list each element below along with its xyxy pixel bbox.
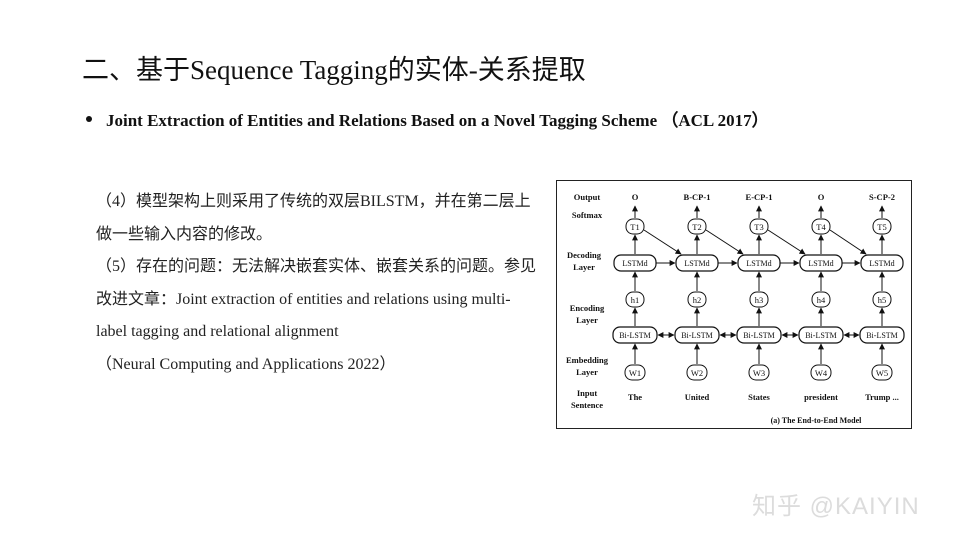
- model-figure: Output Softmax Decoding Layer Encoding L…: [556, 180, 912, 430]
- h-node-4: [811, 291, 831, 308]
- label-embedding-1: Embedding: [566, 355, 609, 365]
- watermark: 知乎 @KAIYIN: [752, 493, 920, 520]
- encoder-label-1: Bi-LSTM: [619, 331, 651, 340]
- label-input-1: Input: [577, 388, 597, 398]
- encoder-node-2: [674, 326, 720, 344]
- decoder-node-5: [860, 254, 904, 272]
- w-node-label-1: W1: [629, 368, 641, 378]
- arrow-t-to-next-dec-3: [767, 229, 806, 255]
- h-node-label-1: h1: [631, 295, 640, 305]
- label-input-2: Sentence: [571, 400, 603, 410]
- figure-caption: (a) The End-to-End Model: [771, 416, 863, 425]
- label-softmax: Softmax: [572, 210, 603, 220]
- input-word-3: States: [748, 392, 770, 402]
- encoder-label-5: Bi-LSTM: [866, 331, 898, 340]
- output-tag-1: O: [632, 192, 639, 202]
- output-tag-5: S-CP-2: [869, 192, 895, 202]
- decoder-label-4: LSTMd: [808, 259, 833, 268]
- label-decoding-1: Decoding: [567, 250, 602, 260]
- arrow-t-to-next-dec-2: [705, 229, 744, 255]
- bullet-dot-icon: [86, 116, 92, 123]
- model-diagram: Output Softmax Decoding Layer Encoding L…: [556, 180, 912, 429]
- h-node-1: [625, 291, 645, 308]
- h-node-3: [749, 291, 769, 308]
- arrow-t-to-next-dec-1: [643, 229, 682, 255]
- encoder-label-4: Bi-LSTM: [805, 331, 837, 340]
- w-node-1: [624, 364, 646, 381]
- w-node-label-3: W3: [753, 368, 765, 378]
- h-node-label-3: h3: [755, 295, 764, 305]
- arrow-t-to-next-dec-4: [829, 229, 867, 255]
- h-node-label-2: h2: [693, 295, 702, 305]
- label-encoding-1: Encoding: [570, 303, 605, 313]
- body-text: （4）模型架构上则采用了传统的双层BILSTM，并在第二层上做一些输入内容的修改…: [96, 186, 536, 381]
- input-word-2: United: [685, 392, 710, 402]
- t-node-label-5: T5: [877, 222, 886, 232]
- input-word-4: president: [804, 392, 838, 402]
- t-node-4: [811, 218, 831, 235]
- output-tag-4: O: [818, 192, 825, 202]
- h-node-label-4: h4: [817, 295, 826, 305]
- w-node-3: [748, 364, 770, 381]
- t-node-5: [872, 218, 892, 235]
- t-node-label-4: T4: [816, 222, 826, 232]
- t-node-label-3: T3: [754, 222, 763, 232]
- decoder-label-2: LSTMd: [684, 259, 709, 268]
- encoder-node-5: [859, 326, 905, 344]
- paragraph-5: （5）存在的问题：无法解决嵌套实体、嵌套关系的问题。参见改进文章：Joint e…: [96, 258, 537, 340]
- w-node-2: [686, 364, 708, 381]
- label-embedding-2: Layer: [576, 367, 598, 377]
- paper-bullet: Joint Extraction of Entities and Relatio…: [86, 106, 769, 131]
- decoder-label-3: LSTMd: [746, 259, 771, 268]
- t-node-label-2: T2: [692, 222, 701, 232]
- input-word-1: The: [628, 392, 642, 402]
- label-decoding-2: Layer: [573, 262, 595, 272]
- paragraph-citation: （Neural Computing and Applications 2022）: [96, 355, 396, 373]
- output-tag-2: B-CP-1: [684, 192, 711, 202]
- label-output: Output: [574, 192, 601, 202]
- t-node-2: [687, 218, 707, 235]
- w-node-label-4: W4: [815, 368, 828, 378]
- label-encoding-2: Layer: [576, 315, 598, 325]
- paragraph-4: （4）模型架构上则采用了传统的双层BILSTM，并在第二层上做一些输入内容的修改…: [96, 193, 531, 243]
- figure-border: [556, 180, 912, 429]
- decoder-label-5: LSTMd: [869, 259, 894, 268]
- input-word-5: Trump ...: [865, 392, 899, 402]
- slide-title: 二、基于Sequence Tagging的实体-关系提取: [82, 55, 586, 85]
- paper-title: Joint Extraction of Entities and Relatio…: [106, 111, 769, 130]
- encoder-node-3: [736, 326, 782, 344]
- w-node-label-5: W5: [876, 368, 888, 378]
- encoder-label-2: Bi-LSTM: [681, 331, 713, 340]
- h-node-label-5: h5: [878, 295, 887, 305]
- t-node-label-1: T1: [630, 222, 639, 232]
- encoder-node-4: [798, 326, 844, 344]
- output-tag-3: E-CP-1: [746, 192, 773, 202]
- w-node-4: [810, 364, 832, 381]
- h-node-5: [872, 291, 892, 308]
- t-node-1: [625, 218, 645, 235]
- h-node-2: [687, 291, 707, 308]
- t-node-3: [749, 218, 769, 235]
- decoder-label-1: LSTMd: [622, 259, 647, 268]
- encoder-node-1: [612, 326, 658, 344]
- w-node-label-2: W2: [691, 368, 703, 378]
- w-node-5: [871, 364, 893, 381]
- encoder-label-3: Bi-LSTM: [743, 331, 775, 340]
